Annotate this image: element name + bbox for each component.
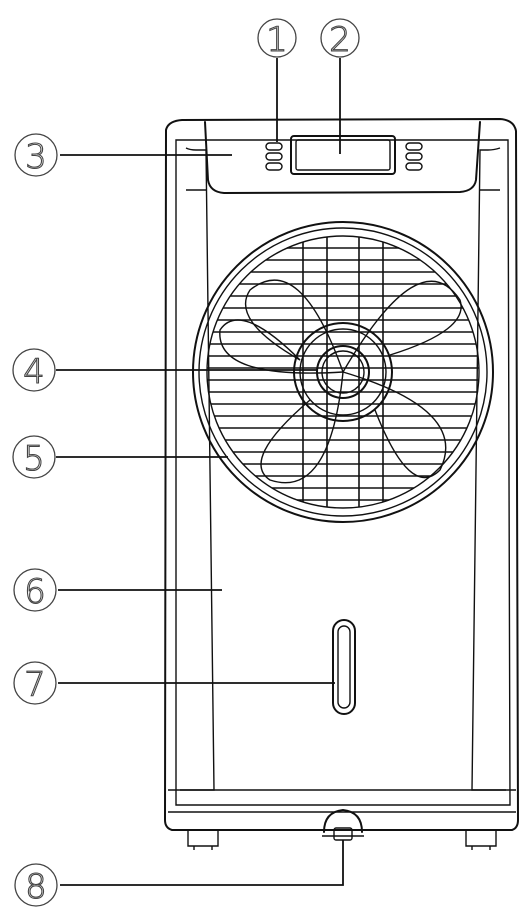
svg-text:8: 8 (25, 867, 47, 907)
control-buttons-left[interactable] (265, 142, 283, 171)
callout-2: 2 (320, 18, 360, 61)
svg-text:5: 5 (23, 439, 45, 479)
control-buttons-right[interactable] (405, 142, 423, 171)
fan-hub (293, 322, 393, 422)
callout-6: 6 (13, 568, 57, 613)
drain-plug (322, 809, 364, 841)
svg-text:2: 2 (329, 20, 351, 60)
display-screen (290, 135, 396, 175)
fan-assembly (192, 221, 494, 523)
callout-4: 4 (12, 348, 56, 393)
callout-7: 7 (13, 661, 57, 706)
svg-text:7: 7 (24, 665, 46, 705)
svg-text:1: 1 (266, 20, 288, 60)
fan-grille (207, 236, 479, 508)
feet (187, 830, 497, 850)
water-level-window (332, 619, 356, 715)
callout-3: 3 (14, 133, 58, 178)
svg-text:4: 4 (23, 352, 45, 392)
svg-text:6: 6 (24, 572, 46, 612)
leader-lines (56, 58, 344, 886)
svg-text:3: 3 (25, 137, 47, 177)
callout-8: 8 (14, 863, 58, 908)
control-panel (204, 121, 481, 194)
callout-1: 1 (257, 18, 297, 61)
callouts: 1 2 3 4 5 6 7 8 (12, 18, 360, 908)
cooler-body (164, 118, 519, 831)
callout-5: 5 (12, 435, 56, 480)
